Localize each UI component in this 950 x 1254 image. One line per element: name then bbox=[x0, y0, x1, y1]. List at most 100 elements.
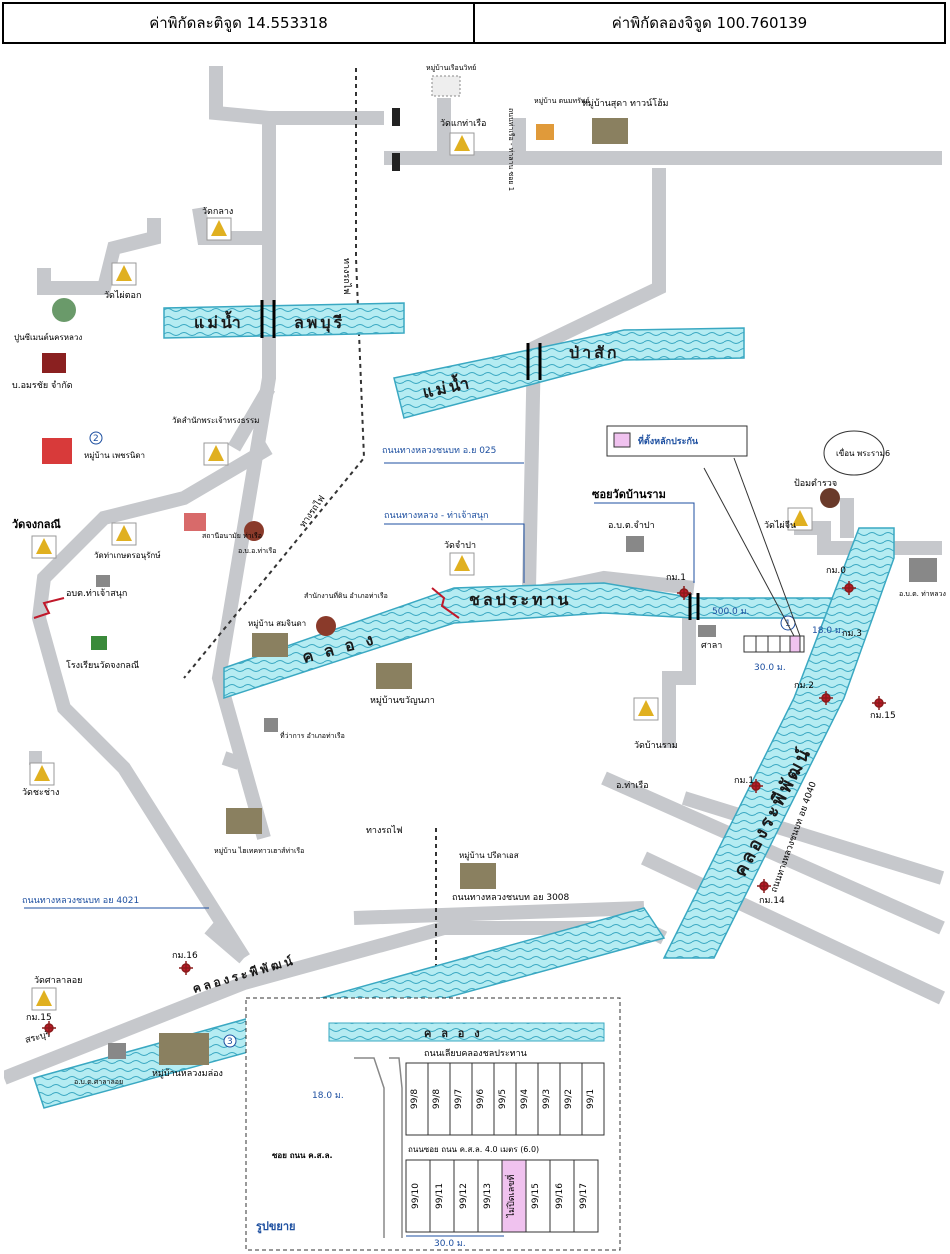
dam-bubble bbox=[823, 430, 885, 476]
raphiphat-canal bbox=[662, 527, 895, 959]
temple-icon bbox=[31, 535, 57, 559]
inset-map: ค ล อ ง ถนนเลียบคลองชลประทาน 18.0 ม. ถนน… bbox=[245, 997, 621, 1251]
temple-icon bbox=[31, 987, 57, 1011]
railway-label-1: ทางรถไฟ bbox=[341, 258, 352, 295]
place-wat-phaitong: วัดไผ่ตอก bbox=[104, 290, 141, 301]
km-marker-icon bbox=[842, 581, 856, 595]
house-icon bbox=[536, 124, 554, 140]
road-3008-label: ถนนทางหลวงชนบท อย 3008 bbox=[452, 893, 570, 903]
inset-lot-label: 99/13 bbox=[483, 1183, 493, 1209]
place-wat-tannan: วัดท่าเกษตรอนุรักษ์ bbox=[94, 550, 161, 560]
lopburi-river bbox=[163, 302, 405, 339]
place-wat-klang: วัดกลาง bbox=[202, 207, 233, 217]
inset-lot bbox=[477, 1159, 503, 1233]
cement-logo-icon bbox=[52, 298, 76, 322]
chonprathan-label: ชลประทาน bbox=[469, 590, 571, 609]
village-photo-icon bbox=[252, 633, 288, 657]
place-obt-thajaosanuk: อบต.ท่าเจ้าสนุก bbox=[66, 588, 127, 599]
inset-lot-label: 99/8 bbox=[410, 1089, 420, 1109]
road-network bbox=[4, 66, 945, 1085]
inset-lot bbox=[573, 1159, 599, 1233]
waterways bbox=[33, 302, 895, 1109]
inset-lot bbox=[581, 1062, 605, 1136]
collateral-site: 1 ที่ตั้งหลักประกัน 500.0 ม. 18.0 ม. 30.… bbox=[606, 425, 844, 673]
soi-arrow bbox=[594, 502, 695, 583]
km-markers bbox=[42, 581, 886, 1035]
inset-title: รูปขยาย bbox=[256, 1220, 295, 1234]
inset-lot-label: 99/16 bbox=[555, 1183, 565, 1209]
road-highway-label: ถนนทางหลวง - ท่าเจ้าสนุก bbox=[384, 510, 488, 521]
office-icon bbox=[909, 558, 937, 582]
temple-icon bbox=[449, 552, 475, 576]
km-marker-icon bbox=[179, 961, 193, 975]
km-marker-icon bbox=[749, 779, 763, 793]
legend-label: ที่ตั้งหลักประกัน bbox=[638, 434, 699, 447]
inset-lot bbox=[549, 1159, 575, 1233]
place-police: ป้อมตำรวจ bbox=[794, 478, 837, 489]
km-marker-icon bbox=[819, 691, 833, 705]
km0-label: กม.0 bbox=[826, 566, 846, 576]
inset-lot-label: 99/11 bbox=[435, 1183, 445, 1209]
temple-icon bbox=[787, 507, 813, 531]
km1-label: กม.1 bbox=[666, 573, 686, 583]
marker-3-circle bbox=[223, 1034, 237, 1048]
inset-lot-label: 99/7 bbox=[454, 1089, 464, 1109]
marker-2-number: 2 bbox=[93, 434, 99, 444]
temple-icon bbox=[111, 522, 137, 546]
school-icon bbox=[91, 636, 107, 650]
collateral-lot-block bbox=[743, 635, 805, 653]
village-photo-icon bbox=[159, 1033, 209, 1065]
seal-icon bbox=[244, 521, 264, 541]
marker-2-circle bbox=[89, 431, 103, 445]
km-marker-icon bbox=[677, 586, 691, 600]
temple-icon bbox=[29, 762, 55, 786]
place-wat-jongkolnee: วัดจงกลณี bbox=[12, 518, 62, 531]
inset-lot bbox=[405, 1159, 431, 1233]
place-luangmong: หมู่บ้านหลวงมล่อง bbox=[152, 1068, 223, 1079]
place-wat-samnak: วัดสำนักพระเจ้าทรงธรรม bbox=[172, 416, 259, 425]
tha-ruea-label: อ.ท่าเรือ bbox=[616, 780, 649, 791]
place-kwanta: หมู่บ้านขวัญนภา bbox=[370, 695, 435, 706]
soi-wat-banram-label: ซอยวัดบ้านราม bbox=[592, 488, 666, 501]
seal-icon bbox=[316, 616, 336, 636]
place-ob-tharuea: อ.บ.อ.ท่าเรือ bbox=[238, 547, 276, 555]
road-4021-label: ถนนทางหลวงชนบท อย 4021 bbox=[22, 896, 139, 906]
office-icon bbox=[96, 575, 110, 587]
km-marker-icon bbox=[757, 879, 771, 893]
place-district-office: ที่ว่าการ อำเภอท่าเรือ bbox=[280, 731, 345, 740]
village-icons bbox=[42, 75, 937, 1065]
inset-18m: 18.0 ม. bbox=[312, 1091, 344, 1101]
inset-lot-label: 99/1 bbox=[586, 1089, 596, 1109]
bridges bbox=[260, 300, 700, 620]
legend-swatch bbox=[613, 432, 631, 448]
km-marker-icon bbox=[42, 1021, 56, 1035]
village-photo-icon bbox=[592, 118, 628, 144]
inset-lot bbox=[525, 1159, 551, 1233]
place-wat-banram: วัดบ้านราม bbox=[634, 740, 678, 751]
place-wat-salaloy: วัดศาลาลอย bbox=[34, 976, 82, 986]
place-hospital: หมู่บ้านเรือนวิทย์ bbox=[426, 64, 476, 72]
traffic-light-icon bbox=[392, 153, 400, 171]
village-photo-icon bbox=[226, 808, 262, 834]
inset-lot-label: 99/8 bbox=[432, 1089, 442, 1109]
lopburi-label-2: ลพบุรี bbox=[294, 313, 345, 333]
house-red-icon bbox=[184, 513, 206, 531]
place-wat-tharuea: วัดแกท่าเรือ bbox=[440, 118, 486, 129]
place-wat-chachang: วัดชะช่าง bbox=[22, 788, 59, 798]
tha-ruea-road-label: ถนนท่าเรือ - ท่าลาน ซอย 1 bbox=[507, 108, 515, 191]
place-suda: หมู่บ้านสุดา ทาวน์โฮ้ม bbox=[582, 97, 669, 109]
inset-lot-label: 99/10 bbox=[411, 1183, 421, 1209]
distance-30-label: 30.0 ม. bbox=[754, 663, 786, 673]
distance-18-label: 18.0 ม. bbox=[812, 626, 844, 636]
inset-lot-label: 99/4 bbox=[520, 1089, 530, 1109]
place-sonsap: หมู่บ้าน ตนมทรัพย์ bbox=[534, 97, 590, 105]
office-icon bbox=[626, 536, 644, 552]
inset-lot-label: 99/12 bbox=[459, 1183, 469, 1209]
longitude-label: ค่าพิกัดลองจิจูด 100.760139 bbox=[473, 4, 944, 42]
place-land-office: สำนักงานที่ดิน อำเภอท่าเรือ bbox=[304, 591, 388, 600]
km16-label: กม.16 bbox=[172, 951, 198, 961]
police-icon bbox=[820, 488, 840, 508]
temple-icon bbox=[633, 697, 659, 721]
railway-label-2: ทางรถไฟ bbox=[297, 493, 327, 529]
